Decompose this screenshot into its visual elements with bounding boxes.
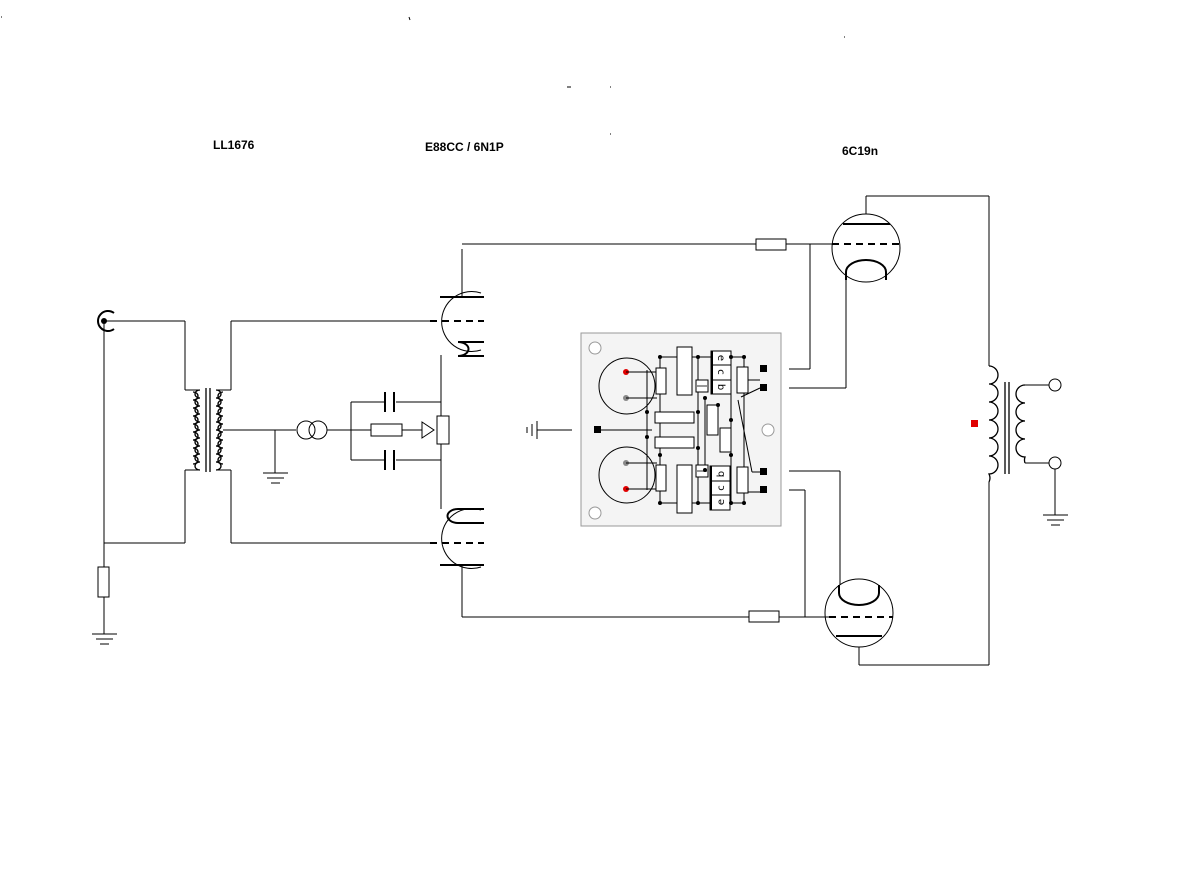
pin-letter: e <box>716 499 727 505</box>
pin-letter: c <box>715 369 726 375</box>
capacitor-icon <box>384 392 395 412</box>
current-source-icon <box>296 420 371 440</box>
triode-icon <box>824 578 894 665</box>
output-terminal-icon <box>1048 378 1062 392</box>
secondary-wiring <box>216 320 430 544</box>
ground-icon <box>1043 514 1068 526</box>
input-resistor-icon <box>97 566 110 598</box>
transformer-label: LL1676 <box>213 138 255 152</box>
pin-letter: e <box>715 355 726 361</box>
transistor-icon: e c b <box>710 350 732 395</box>
grid-stopper-resistor-icon <box>748 610 780 623</box>
capacitor-icon <box>384 450 395 470</box>
stray-marks <box>1 16 845 135</box>
pin-letter: b <box>715 384 726 390</box>
driver-wiring <box>789 244 847 617</box>
chassis-ground-icon <box>526 421 572 439</box>
pin-letter: c <box>716 485 727 491</box>
output-transformer-icon <box>971 365 1062 515</box>
pcb-module: e c b b c e <box>580 332 782 527</box>
anode-wiring <box>462 243 832 618</box>
triode-icon <box>831 196 901 283</box>
transistor-icon: b c e <box>709 465 731 511</box>
pin-letter: b <box>716 471 727 477</box>
triode-icon <box>430 249 484 357</box>
cathode-network <box>350 355 442 509</box>
output-terminal-icon <box>1048 456 1062 470</box>
plate-wiring <box>859 195 990 666</box>
input-wiring <box>103 320 186 634</box>
triode-icon <box>430 508 484 617</box>
center-tap-node <box>971 420 978 427</box>
terminal-icon <box>594 365 767 493</box>
ground-icon <box>263 472 288 484</box>
cathode-block-icon <box>436 415 450 445</box>
grid-stopper-resistor-icon <box>755 238 787 251</box>
diode-icon <box>421 421 435 439</box>
input-tube-label: E88CC / 6N1P <box>425 140 504 154</box>
transformer-icon <box>185 388 224 472</box>
ground-icon <box>92 633 117 645</box>
output-tube-label: 6C19n <box>842 144 879 158</box>
cathode-resistor-icon <box>370 423 403 437</box>
